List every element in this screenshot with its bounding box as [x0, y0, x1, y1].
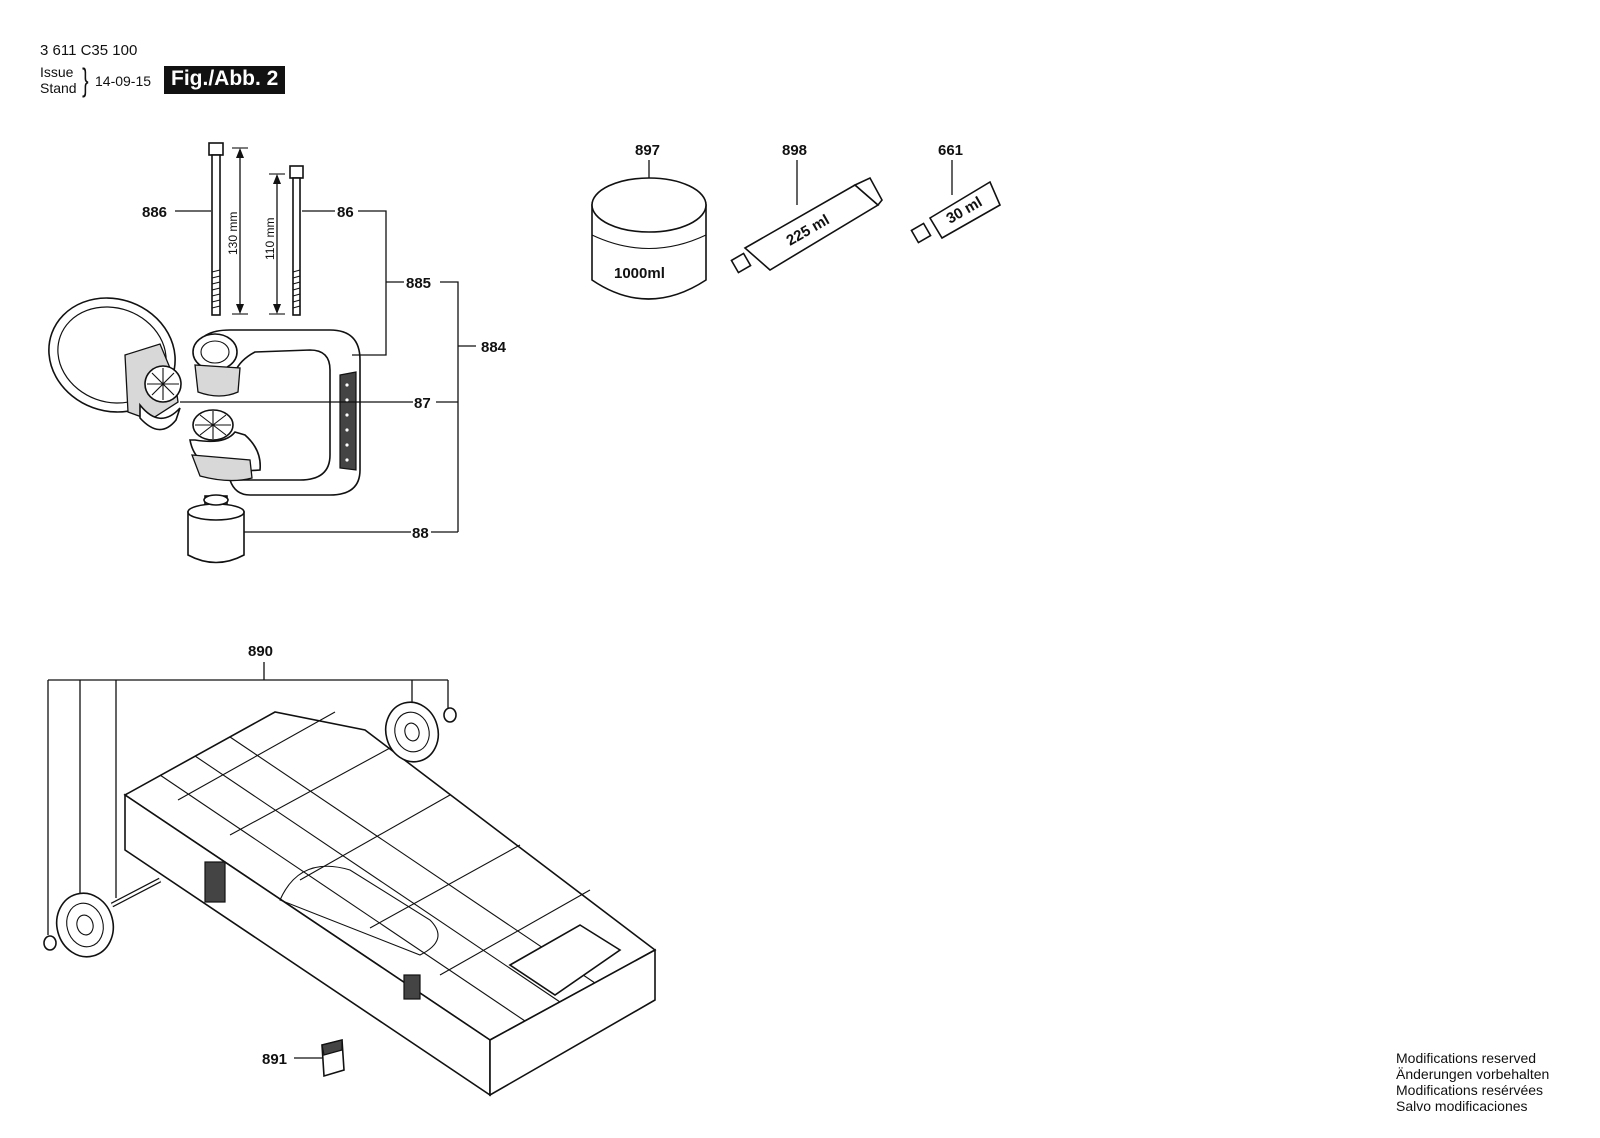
- modifications-notice: Modifications reserved Änderungen vorbeh…: [1396, 1050, 1549, 1114]
- dim-130mm-label: 130 mm: [226, 212, 240, 255]
- label-897: 897: [635, 142, 660, 159]
- label-886: 886: [142, 204, 167, 221]
- label-87: 87: [414, 395, 431, 412]
- notice-line-fr: Modifications resérvées: [1396, 1082, 1544, 1098]
- leaders-left-cluster: [175, 210, 476, 533]
- label-86: 86: [337, 204, 354, 221]
- stand-label: Stand: [40, 80, 77, 96]
- brace-glyph: }: [82, 62, 89, 98]
- latch-891: [321, 1038, 345, 1078]
- notice-line-en: Modifications reserved: [1396, 1050, 1537, 1066]
- label-661: 661: [938, 142, 963, 159]
- label-88: 88: [412, 525, 429, 542]
- carrying-case-890: [110, 711, 657, 1097]
- wheel-rear: [384, 701, 457, 763]
- label-891: 891: [262, 1051, 287, 1068]
- notice-line-de: Änderungen vorbehalten: [1396, 1066, 1550, 1082]
- notice-line-es: Salvo modificaciones: [1396, 1098, 1528, 1114]
- bolt-86: [289, 165, 304, 316]
- wheel-front: [43, 892, 115, 958]
- label-885: 885: [406, 275, 431, 292]
- issue-stand-labels: Issue Stand: [40, 64, 77, 96]
- clamp-ring-87: [48, 297, 182, 431]
- document-number: 3 611 C35 100: [40, 42, 138, 59]
- figure-title: Fig./Abb. 2: [164, 66, 286, 94]
- issue-label: Issue: [40, 64, 74, 80]
- label-890: 890: [248, 643, 273, 660]
- dim-110mm-label: 110 mm: [263, 218, 277, 260]
- label-898: 898: [782, 142, 807, 159]
- handle-lower-half: [189, 409, 262, 482]
- label-884: 884: [481, 339, 507, 356]
- grease-tube-898: 225 ml: [730, 176, 883, 274]
- tub-volume-label: 1000ml: [614, 265, 665, 282]
- dimension-130mm: 130 mm: [226, 147, 248, 315]
- handle-upper-half: [192, 329, 361, 496]
- dimension-110mm: 110 mm: [263, 173, 285, 315]
- grease-tub-897: 1000ml: [591, 177, 707, 300]
- nut-88: [187, 494, 245, 564]
- issue-date: 14-09-15: [95, 73, 152, 89]
- bolt-886: [208, 142, 224, 316]
- grease-tube-661: 30 ml: [910, 180, 1002, 244]
- leaders-890: [47, 662, 449, 935]
